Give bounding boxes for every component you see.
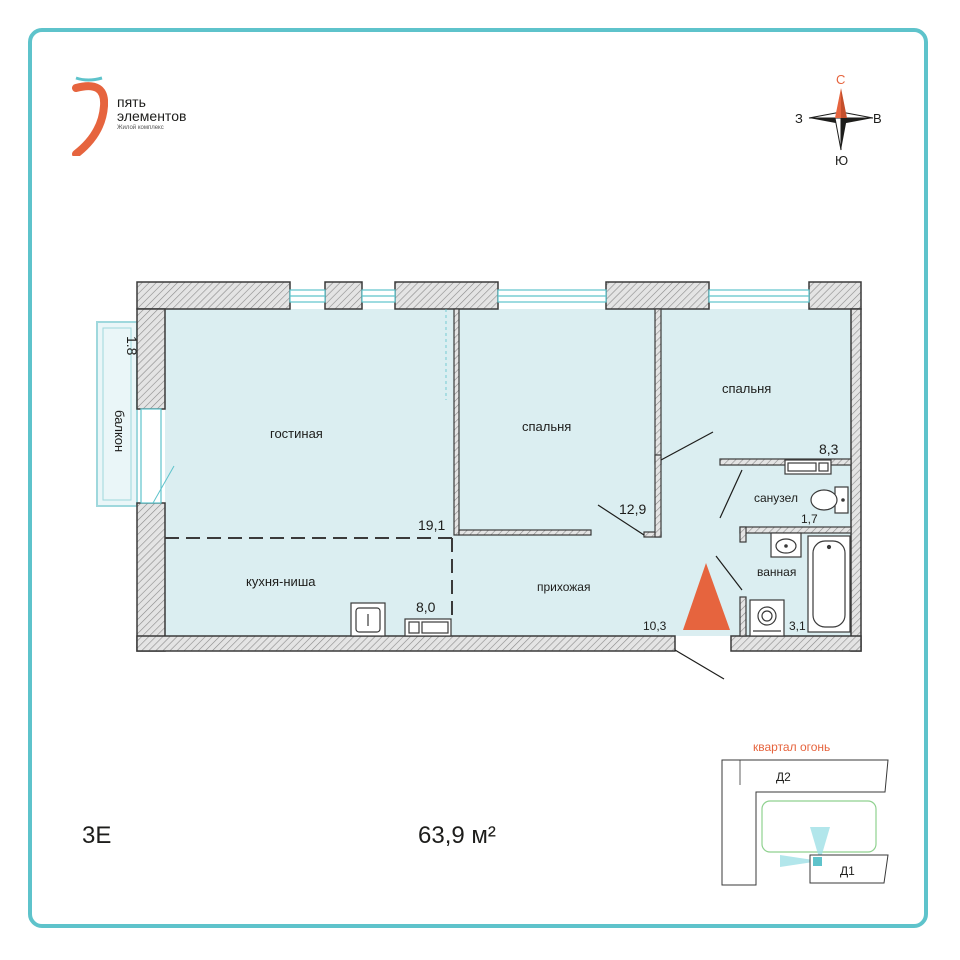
- room-hall-name: прихожая: [537, 580, 590, 594]
- room-bath-area: 3,1: [789, 619, 806, 633]
- site-plan: квартал огонь Д2 Д1: [721, 740, 889, 886]
- washbasin-icon: [770, 532, 802, 558]
- apartment-code: 3Е: [82, 822, 112, 849]
- bathtub-icon: [807, 535, 851, 633]
- room-balcony-name: балкон: [112, 410, 127, 452]
- room-balcony-area: 1.8: [124, 336, 140, 356]
- compass-west-label: З: [795, 111, 803, 126]
- windows: [140, 289, 810, 504]
- room-bedroom2-name: спальня: [722, 381, 771, 396]
- site-block-d1-label: Д1: [840, 864, 855, 878]
- site-title: квартал огонь: [753, 740, 830, 754]
- site-block-d2: [721, 759, 889, 886]
- room-hall-area: 10,3: [643, 619, 667, 633]
- compass-north-label: С: [836, 72, 845, 87]
- compass-south-label: Ю: [835, 153, 848, 168]
- exterior-walls: [136, 281, 862, 652]
- brand-tagline: Жилой комплекс: [117, 125, 164, 131]
- brand-name-line2: элементов: [117, 108, 187, 124]
- room-kitchen-area: 8,0: [416, 599, 436, 615]
- room-living-area: 19,1: [418, 517, 445, 533]
- room-bedroom1-area: 12,9: [619, 501, 646, 517]
- page-frame: [28, 28, 928, 928]
- brand-name-line1: пять: [117, 94, 146, 110]
- kitchen-stove-icon: [404, 618, 452, 637]
- site-view-cone-icon: [810, 827, 830, 861]
- room-living-name: гостиная: [270, 426, 323, 441]
- toilet-icon: [810, 486, 849, 514]
- room-bedroom2-area: 8,3: [819, 441, 839, 457]
- wc-counter-icon: [784, 459, 832, 475]
- kitchen-zone-divider: [165, 537, 453, 615]
- entrance-marker-icon: [683, 563, 730, 630]
- apartment-floor: [165, 309, 851, 636]
- room-wc-area: 1,7: [801, 512, 818, 526]
- apartment-total-area: 63,9 м²: [418, 822, 496, 849]
- compass-rose: С З В Ю: [795, 72, 882, 168]
- logo-mark-icon: [72, 76, 108, 156]
- room-bath-name: ванная: [757, 565, 796, 579]
- door-swings: [597, 431, 743, 680]
- site-block-d1: [809, 854, 889, 884]
- site-block-d2-label: Д2: [776, 770, 791, 784]
- compass-north-point-icon: [835, 88, 841, 118]
- kitchen-sink-icon: [350, 602, 386, 637]
- room-wc-name: санузел: [754, 491, 798, 505]
- washing-machine-icon: [749, 599, 785, 637]
- site-apartment-marker-icon: [813, 857, 822, 866]
- compass-east-label: В: [873, 111, 882, 126]
- room-kitchen-name: кухня-ниша: [246, 574, 316, 589]
- room-bedroom1-name: спальня: [522, 419, 571, 434]
- balcony-floor: [96, 321, 138, 507]
